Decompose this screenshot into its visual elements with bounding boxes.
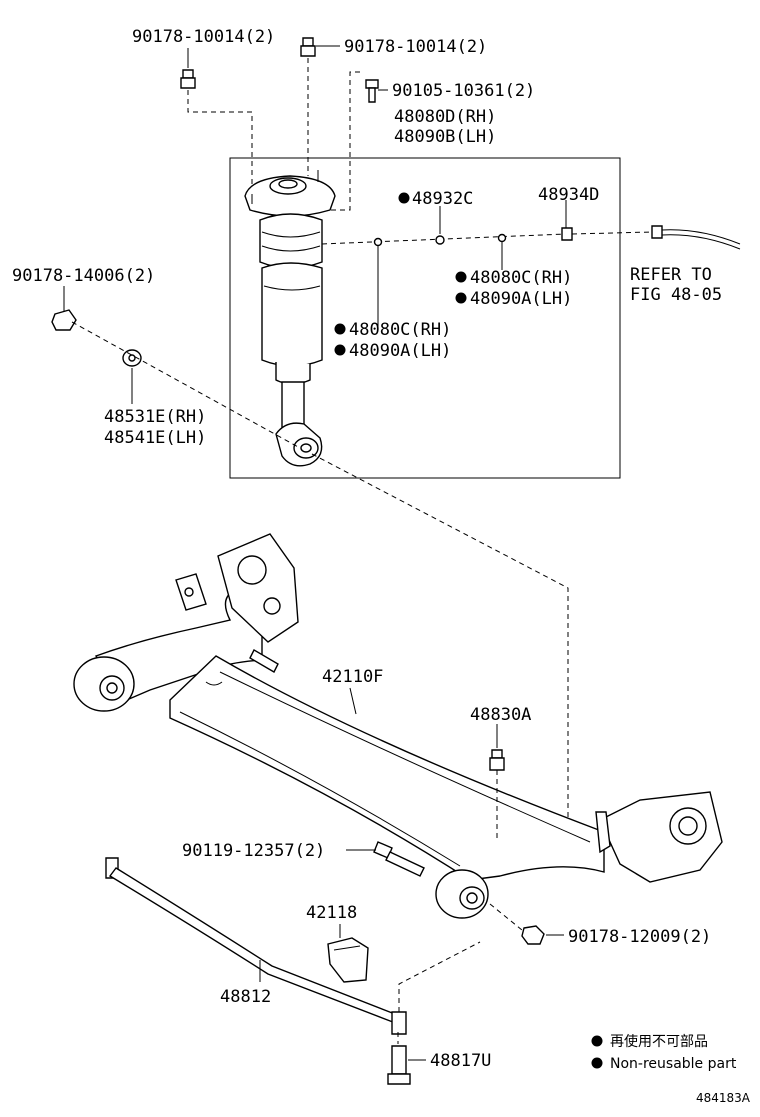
part-label: 48531E(RH)	[104, 407, 206, 427]
guide-line	[187, 90, 253, 188]
connector-icon	[561, 227, 573, 241]
reference-label: FIG 48-05	[630, 285, 722, 305]
bolt-icon	[365, 79, 379, 103]
guide-line	[571, 231, 653, 235]
bolt-icon	[373, 841, 425, 877]
part-label: 48090B(LH)	[394, 127, 496, 147]
legend-text: Non-reusable part	[610, 1056, 737, 1072]
part-label: 90178-10014(2)	[132, 27, 275, 47]
filled-dot-icon	[591, 1057, 603, 1069]
reference-label: REFER TO	[630, 265, 712, 285]
guide-line	[398, 941, 481, 1012]
filled-dot-icon	[591, 1035, 603, 1047]
part-label: 90178-10014(2)	[344, 37, 487, 57]
part-label: 42110F	[322, 667, 383, 687]
part-label: 48090A(LH)	[470, 289, 572, 309]
filled-dot-icon	[334, 344, 346, 356]
o-ring-icon	[373, 237, 383, 247]
air-hose-icon	[651, 225, 741, 250]
part-label: 48541E(LH)	[104, 428, 206, 448]
part-label: 48080C(RH)	[349, 320, 451, 340]
part-label: 42118	[306, 903, 357, 923]
part-label: 90178-14006(2)	[12, 266, 155, 286]
o-ring-icon	[435, 235, 445, 245]
part-label: 90178-12009(2)	[568, 927, 711, 947]
guide-line	[321, 233, 567, 245]
figure-code: 484183A	[696, 1091, 751, 1105]
o-ring-icon	[497, 233, 507, 243]
filled-dot-icon	[455, 271, 467, 283]
part-label: 48932C	[412, 189, 473, 209]
part-label: 48812	[220, 987, 271, 1007]
guide-line	[71, 321, 301, 449]
bolt-icon	[387, 1045, 411, 1085]
filled-dot-icon	[455, 292, 467, 304]
guide-line	[489, 903, 523, 931]
air-shock-absorber-icon	[244, 170, 336, 467]
nut-icon	[521, 925, 545, 945]
part-label: 90119-12357(2)	[182, 841, 325, 861]
part-label: 48080D(RH)	[394, 107, 496, 127]
filled-dot-icon	[334, 323, 346, 335]
part-label: 48090A(LH)	[349, 341, 451, 361]
part-label: 90105-10361(2)	[392, 81, 535, 101]
nut-icon	[300, 37, 316, 57]
legend-text: 再使用不可部品	[610, 1033, 708, 1050]
part-label: 48817U	[430, 1051, 491, 1071]
nut-icon	[51, 309, 77, 331]
bracket-icon	[327, 937, 369, 983]
filled-dot-icon	[398, 192, 410, 204]
washer-icon	[122, 349, 142, 367]
guide-line	[330, 71, 360, 211]
stabilizer-rod-icon	[105, 857, 407, 1035]
part-label: 48934D	[538, 185, 599, 205]
nut-icon	[489, 749, 505, 771]
axle-beam-icon	[73, 533, 723, 919]
part-label: 48830A	[470, 705, 531, 725]
assembly-frame	[229, 157, 621, 479]
nut-icon	[180, 69, 196, 89]
part-label: 48080C(RH)	[470, 268, 572, 288]
guide-line	[311, 453, 593, 853]
